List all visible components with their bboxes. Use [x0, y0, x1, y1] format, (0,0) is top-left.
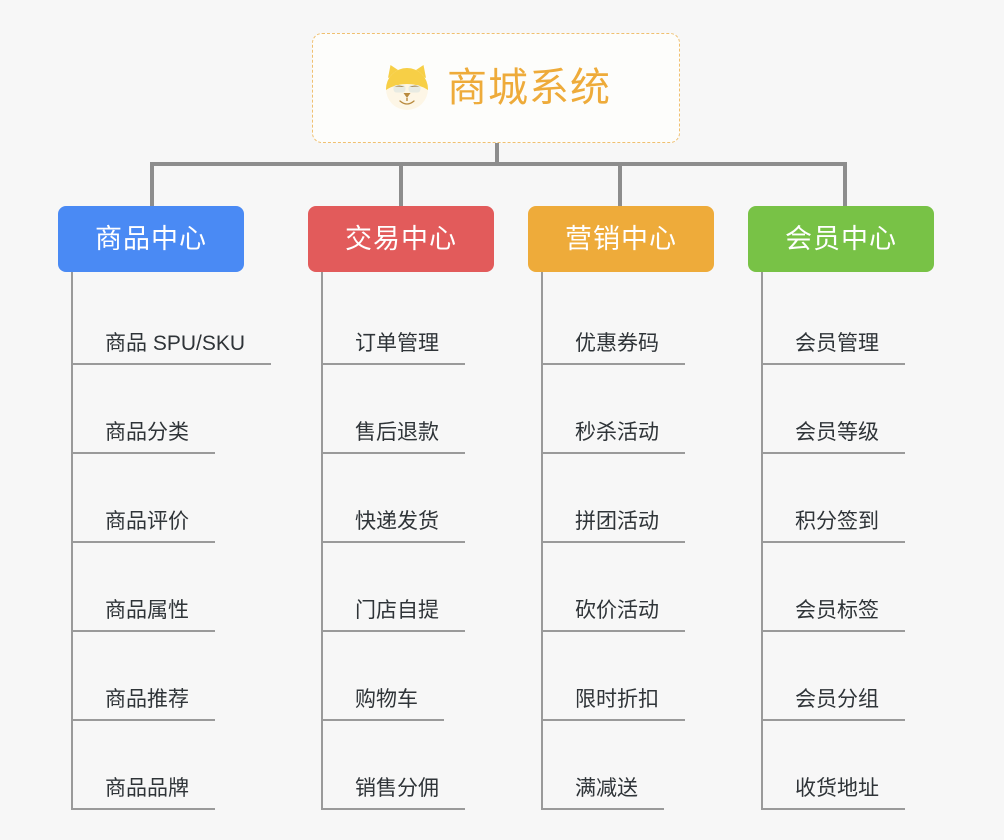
category-header-1[interactable]: 商品中心: [58, 206, 244, 272]
list-item[interactable]: 商品品牌: [73, 721, 244, 810]
list-item[interactable]: 商品推荐: [73, 632, 244, 721]
sub-item-label: 会员标签: [763, 600, 905, 632]
list-item[interactable]: 会员分组: [763, 632, 934, 721]
sub-item-label: 砍价活动: [543, 600, 685, 632]
branch-column-2: 交易中心 订单管理 售后退款 快递发货 门店自提 购物车 销售分佣: [308, 206, 494, 810]
sub-item-label: 商品评价: [73, 511, 215, 543]
list-item[interactable]: 优惠券码: [543, 276, 714, 365]
root-node[interactable]: 商城系统: [312, 33, 680, 143]
connector-drop-3: [618, 162, 622, 206]
connector-horizontal-bar: [150, 162, 847, 166]
sub-item-label: 商品 SPU/SKU: [73, 333, 272, 365]
branch-column-1: 商品中心 商品 SPU/SKU 商品分类 商品评价 商品属性 商品推荐 商品品牌: [58, 206, 272, 810]
connector-trunk: [495, 143, 499, 164]
list-item[interactable]: 积分签到: [763, 454, 934, 543]
list-item[interactable]: 限时折扣: [543, 632, 714, 721]
root-title: 商城系统: [447, 66, 611, 110]
sub-item-list-1: 商品 SPU/SKU 商品分类 商品评价 商品属性 商品推荐 商品品牌: [71, 272, 272, 810]
connector-drop-2: [399, 162, 403, 206]
sub-item-label: 快递发货: [323, 511, 465, 543]
sub-item-list-3: 优惠券码 秒杀活动 拼团活动 砍价活动 限时折扣 满减送: [541, 272, 714, 810]
list-item[interactable]: 商品 SPU/SKU: [73, 276, 272, 365]
list-item[interactable]: 会员管理: [763, 276, 934, 365]
branch-column-3: 营销中心 优惠券码 秒杀活动 拼团活动 砍价活动 限时折扣 满减送: [528, 206, 714, 810]
list-item[interactable]: 订单管理: [323, 276, 494, 365]
list-item[interactable]: 收货地址: [763, 721, 934, 810]
list-item[interactable]: 快递发货: [323, 454, 494, 543]
sub-item-label: 订单管理: [323, 333, 465, 365]
connector-drop-1: [150, 162, 154, 206]
sub-item-label: 商品属性: [73, 600, 215, 632]
connector-drop-4: [843, 162, 847, 206]
sub-item-label: 会员管理: [763, 333, 905, 365]
category-header-3[interactable]: 营销中心: [528, 206, 714, 272]
branch-column-4: 会员中心 会员管理 会员等级 积分签到 会员标签 会员分组 收货地址: [748, 206, 934, 810]
category-header-4[interactable]: 会员中心: [748, 206, 934, 272]
list-item[interactable]: 门店自提: [323, 543, 494, 632]
sub-item-label: 秒杀活动: [543, 422, 685, 454]
sub-item-label: 限时折扣: [543, 689, 685, 721]
sub-item-label: 优惠券码: [543, 333, 685, 365]
list-item[interactable]: 拼团活动: [543, 454, 714, 543]
category-title-3: 营销中心: [565, 223, 677, 254]
list-item[interactable]: 秒杀活动: [543, 365, 714, 454]
category-title-1: 商品中心: [95, 223, 207, 254]
list-item[interactable]: 购物车: [323, 632, 494, 721]
sub-item-label: 购物车: [323, 689, 444, 721]
category-title-2: 交易中心: [345, 223, 457, 254]
sub-item-label: 门店自提: [323, 600, 465, 632]
sub-item-label: 积分签到: [763, 511, 905, 543]
list-item[interactable]: 销售分佣: [323, 721, 494, 810]
sub-item-label: 满减送: [543, 778, 664, 810]
category-header-2[interactable]: 交易中心: [308, 206, 494, 272]
category-title-4: 会员中心: [785, 223, 897, 254]
sub-item-label: 售后退款: [323, 422, 465, 454]
list-item[interactable]: 售后退款: [323, 365, 494, 454]
sub-item-label: 销售分佣: [323, 778, 465, 810]
sub-item-label: 商品品牌: [73, 778, 215, 810]
sub-item-label: 拼团活动: [543, 511, 685, 543]
sub-item-label: 会员等级: [763, 422, 905, 454]
shiba-inu-icon: [381, 62, 433, 114]
list-item[interactable]: 商品属性: [73, 543, 244, 632]
list-item[interactable]: 商品评价: [73, 454, 244, 543]
list-item[interactable]: 会员标签: [763, 543, 934, 632]
list-item[interactable]: 满减送: [543, 721, 714, 810]
sub-item-label: 收货地址: [763, 778, 905, 810]
sub-item-list-2: 订单管理 售后退款 快递发货 门店自提 购物车 销售分佣: [321, 272, 494, 810]
sub-item-label: 商品推荐: [73, 689, 215, 721]
list-item[interactable]: 砍价活动: [543, 543, 714, 632]
sub-item-list-4: 会员管理 会员等级 积分签到 会员标签 会员分组 收货地址: [761, 272, 934, 810]
sub-item-label: 会员分组: [763, 689, 905, 721]
sub-item-label: 商品分类: [73, 422, 215, 454]
list-item[interactable]: 会员等级: [763, 365, 934, 454]
list-item[interactable]: 商品分类: [73, 365, 244, 454]
